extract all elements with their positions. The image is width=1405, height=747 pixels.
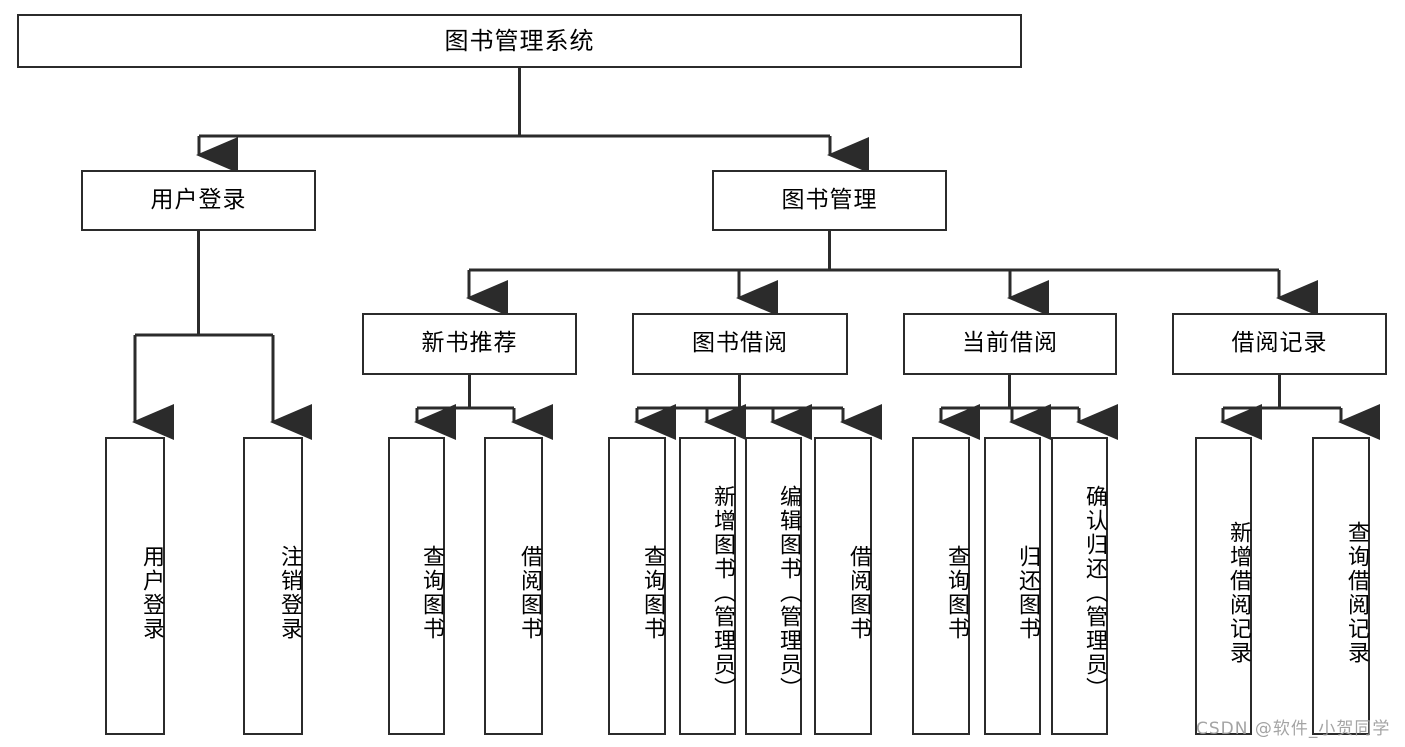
node-label: 查询图书 — [944, 545, 969, 641]
node-label: 新增借阅记录 — [1226, 521, 1251, 665]
leaf-edit-book-admin[interactable]: 编辑图书（管理员） — [745, 437, 802, 735]
leaf-borrow-books-recommendation[interactable]: 借阅图书 — [484, 437, 543, 735]
node-user-login[interactable]: 用户登录 — [81, 170, 316, 231]
watermark: CSDN @软件_小贺同学 — [1196, 719, 1391, 739]
node-book-management[interactable]: 图书管理 — [712, 170, 947, 231]
leaf-logout[interactable]: 注销登录 — [243, 437, 303, 735]
node-label: 编辑图书（管理员） — [776, 485, 801, 701]
node-new-book-recommendation[interactable]: 新书推荐 — [362, 313, 577, 375]
node-label: 用户登录 — [150, 186, 247, 213]
leaf-confirm-return-admin[interactable]: 确认归还（管理员） — [1051, 437, 1108, 735]
leaf-query-books-borrowing[interactable]: 查询图书 — [608, 437, 666, 735]
node-current-borrowing[interactable]: 当前借阅 — [903, 313, 1117, 375]
node-label: 当前借阅 — [962, 330, 1058, 357]
leaf-query-books-recommendation[interactable]: 查询图书 — [388, 437, 445, 735]
node-label: 借阅图书 — [846, 545, 871, 641]
node-label: 查询图书 — [640, 545, 665, 641]
leaf-query-borrow-record[interactable]: 查询借阅记录 — [1312, 437, 1370, 735]
leaf-add-borrow-record[interactable]: 新增借阅记录 — [1195, 437, 1252, 735]
node-label: 查询借阅记录 — [1344, 521, 1369, 665]
node-label: 归还图书 — [1015, 545, 1040, 641]
leaf-user-login[interactable]: 用户登录 — [105, 437, 165, 735]
node-label: 查询图书 — [419, 545, 444, 641]
node-label: 新书推荐 — [421, 330, 518, 357]
node-label: 图书管理系统 — [444, 26, 595, 55]
node-label: 确认归还（管理员） — [1082, 485, 1107, 701]
node-label: 用户登录 — [139, 545, 164, 641]
leaf-add-book-admin[interactable]: 新增图书（管理员） — [679, 437, 736, 735]
node-label: 新增图书（管理员） — [710, 485, 735, 701]
node-label: 借阅图书 — [517, 545, 542, 641]
node-book-borrowing[interactable]: 图书借阅 — [632, 313, 848, 375]
leaf-return-books[interactable]: 归还图书 — [984, 437, 1041, 735]
node-borrow-records[interactable]: 借阅记录 — [1172, 313, 1387, 375]
node-root-book-management-system[interactable]: 图书管理系统 — [17, 14, 1022, 68]
node-label: 注销登录 — [277, 545, 302, 641]
node-label: 借阅记录 — [1231, 330, 1328, 357]
leaf-borrow-books-borrowing[interactable]: 借阅图书 — [814, 437, 872, 735]
node-label: 图书借阅 — [692, 330, 788, 357]
leaf-query-books-current[interactable]: 查询图书 — [912, 437, 970, 735]
node-label: 图书管理 — [781, 186, 878, 213]
